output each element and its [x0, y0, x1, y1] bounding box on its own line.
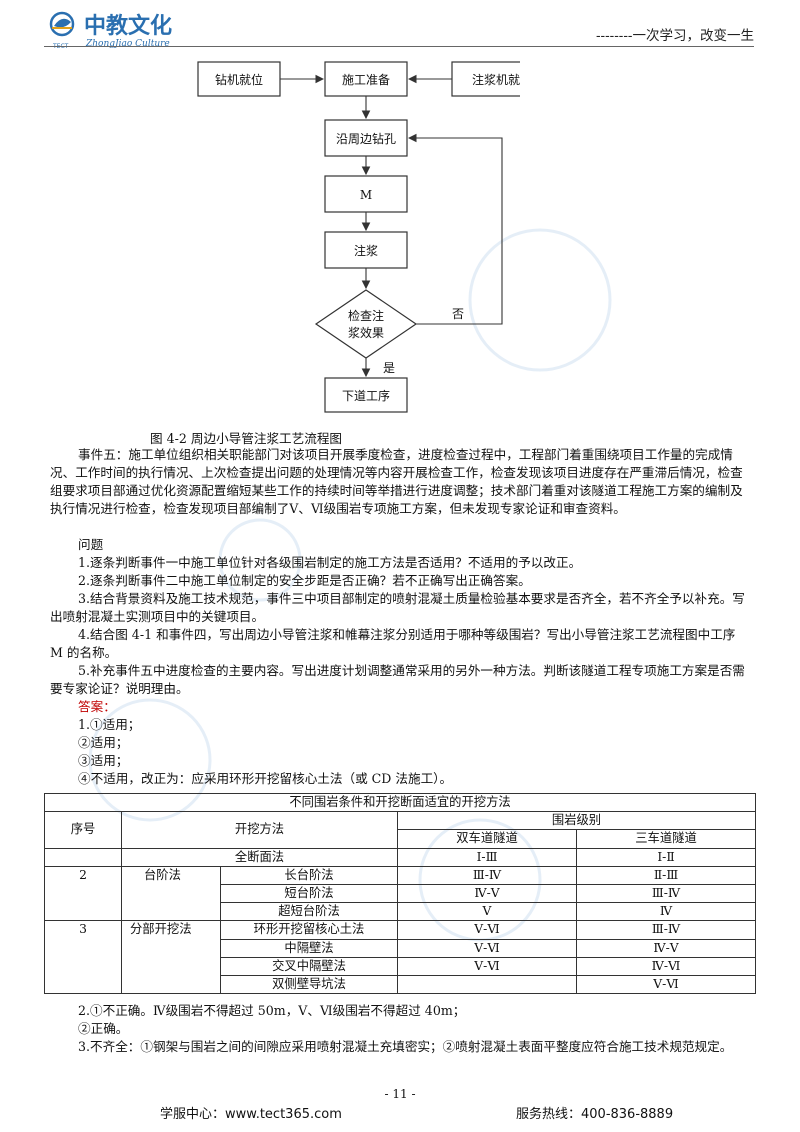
cell-triple: Ⅳ: [576, 902, 756, 922]
table-row: 全断面法 Ⅰ-Ⅲ Ⅰ-Ⅱ: [44, 847, 756, 867]
cell-triple: Ⅲ-Ⅳ: [576, 883, 756, 904]
node-m: [324, 175, 408, 213]
cell-group: 台阶法: [121, 865, 221, 922]
cell-double: Ⅴ: [397, 902, 577, 922]
cell-double: Ⅴ-Ⅵ: [397, 938, 577, 958]
header-triple-lane: 三车道隧道: [576, 829, 756, 849]
label-yes: 是: [383, 361, 395, 375]
logo-en: ZhongJiao Culture: [85, 39, 170, 49]
node-check-label-1: 检查注: [348, 308, 384, 323]
node-grouting-label: 注浆: [354, 243, 378, 258]
page-number: - 11 -: [384, 1087, 416, 1101]
answer-1-4: ④不适用，改正为：应采用环形开挖留核心土法（或 CD 法施工）。: [78, 771, 453, 786]
answer-label: 答案：: [50, 698, 750, 716]
cell-method: 交叉中隔壁法: [220, 956, 398, 976]
cell-double: Ⅲ-Ⅳ: [397, 865, 577, 885]
cell-triple: Ⅱ-Ⅲ: [576, 865, 756, 885]
node-drill-holes: [324, 119, 408, 157]
node-next-label: 下道工序: [342, 388, 390, 403]
answer-1-2: ②适用；: [78, 735, 129, 750]
header-rock-grade: 围岩级别: [397, 811, 756, 831]
footer-service-link[interactable]: 学服中心：www.tect365.com: [160, 1107, 342, 1122]
cell-method: 长台阶法: [220, 865, 398, 885]
header-double-lane: 双车道隧道: [397, 829, 577, 849]
cell-double: Ⅴ-Ⅵ: [397, 956, 577, 976]
table-row: 超短台阶法 Ⅴ Ⅳ: [45, 902, 756, 922]
node-drill-position-label: 钻机就位: [215, 72, 263, 87]
table-row: 交叉中隔壁法 Ⅴ-Ⅵ Ⅳ-Ⅵ: [45, 956, 756, 976]
node-m-label: M: [360, 188, 372, 202]
questions-title: 问题: [78, 537, 104, 552]
cell-method: 环形开挖留核心土法: [220, 920, 398, 940]
question-5: 5.补充事件五中进度检查的主要内容。写出进度计划调整通常采用的另外一种方法。判断…: [50, 663, 745, 696]
cell-double: Ⅳ-Ⅴ: [397, 883, 577, 904]
answer-1-3: ③适用；: [78, 753, 129, 768]
cell-group: 分部开挖法: [121, 920, 221, 995]
cell-method: 超短台阶法: [220, 902, 398, 922]
footer-hotline: 服务热线：400-836-8889: [516, 1107, 674, 1122]
table-row: 中隔壁法 Ⅴ-Ⅵ Ⅳ-Ⅴ: [45, 938, 756, 958]
question-4: 4.结合图 4-1 和事件四，写出周边小导管注浆和帷幕注浆分别适用于哪种等级围岩…: [50, 627, 736, 660]
cell-double: [397, 974, 577, 995]
cell-double: Ⅰ-Ⅲ: [397, 847, 577, 867]
answer-2-1: 2.①不正确。Ⅳ级围岩不得超过 50m，Ⅴ、Ⅵ级围岩不得超过 40m；: [78, 1003, 466, 1018]
header-no: 序号: [44, 811, 122, 849]
cell-method: 双侧壁导坑法: [220, 974, 398, 995]
logo-graphic: 中教文化 ZhongJiao Culture TECT: [49, 11, 172, 50]
cell-double: Ⅴ-Ⅵ: [397, 920, 577, 940]
question-1: 1.逐条判断事件一中施工单位针对各级围岩制定的施工方法是否适用？不适用的予以改正…: [78, 555, 582, 570]
table-row: 3 分部开挖法 环形开挖留核心土法 Ⅴ-Ⅵ Ⅲ-Ⅳ: [44, 920, 756, 995]
excavation-method-table: 不同围岩条件和开挖断面适宜的开挖方法 序号 开挖方法 围岩级别 双车道隧道 三车…: [44, 792, 756, 995]
node-grouting: [324, 231, 408, 269]
answer-1-1: 1.①适用；: [78, 717, 141, 732]
table-row: 双侧壁导坑法 Ⅴ-Ⅵ: [45, 974, 756, 995]
cell-no: 3: [44, 920, 122, 995]
table-row: 2 台阶法 长台阶法 Ⅲ-Ⅳ Ⅱ-Ⅲ: [44, 865, 756, 922]
header-method: 开挖方法: [121, 811, 398, 849]
node-prep-label: 施工准备: [342, 73, 390, 87]
cell-no: 2: [44, 865, 122, 922]
cell-triple: Ⅰ-Ⅱ: [576, 847, 756, 867]
node-grout-machine-label: 注浆机就位及浆液拌和: [472, 72, 520, 87]
company-logo: 中教文化 ZhongJiao Culture TECT: [44, 6, 214, 50]
answer-3: 3.不齐全：①钢架与围岩之间的间隙应采用喷射混凝土充填密实；②喷射混凝土表面平整…: [78, 1039, 733, 1054]
table-title-row: 不同围岩条件和开挖断面适宜的开挖方法: [44, 792, 756, 813]
cell-method: 全断面法: [121, 847, 398, 867]
grouting-flowchart: 钻机就位 施工准备 注浆机就位及浆液拌和 沿周边钻孔 M 注浆 检查注 浆效果 …: [197, 61, 520, 413]
cell-triple: Ⅳ-Ⅴ: [576, 938, 756, 958]
node-check-decision: [314, 289, 418, 359]
question-2: 2.逐条判断事件二中施工单位制定的安全步距是否正确？若不正确写出正确答案。: [78, 573, 531, 588]
cell-triple: Ⅴ-Ⅵ: [576, 974, 756, 995]
header-divider: [44, 46, 754, 47]
figure-caption: 图 4-2 周边小导管注浆工艺流程图: [150, 431, 343, 446]
answer-label-text: 答案：: [78, 699, 116, 714]
question-3: 3.结合背景资料及施工技术规范，事件三中项目部制定的喷射混凝土质量检验基本要求是…: [50, 591, 745, 624]
cell-triple: Ⅲ-Ⅳ: [576, 920, 756, 940]
cell-method: 中隔壁法: [220, 938, 398, 958]
node-next: [324, 377, 408, 413]
header-slogan: --------一次学习，改变一生: [596, 28, 754, 44]
arrow-loop-back: [407, 133, 503, 325]
cell-no: [44, 847, 122, 867]
cell-triple: Ⅳ-Ⅵ: [576, 956, 756, 976]
table-title: 不同围岩条件和开挖断面适宜的开挖方法: [44, 792, 756, 813]
node-drill-holes-label: 沿周边钻孔: [336, 131, 396, 146]
event-five-paragraph: 事件五：施工单位组织相关职能部门对该项目开展季度检查，进度检查过程中，工程部门着…: [50, 447, 743, 516]
label-no: 否: [452, 307, 464, 321]
node-check-label-2: 浆效果: [348, 325, 384, 340]
table-subheader-row: 双车道隧道 三车道隧道: [45, 829, 756, 849]
cell-method: 短台阶法: [220, 883, 398, 904]
table-header-row: 序号 开挖方法 围岩级别: [44, 811, 756, 849]
answer-2-2: ②正确。: [78, 1021, 129, 1036]
logo-cn: 中教文化: [84, 13, 172, 39]
